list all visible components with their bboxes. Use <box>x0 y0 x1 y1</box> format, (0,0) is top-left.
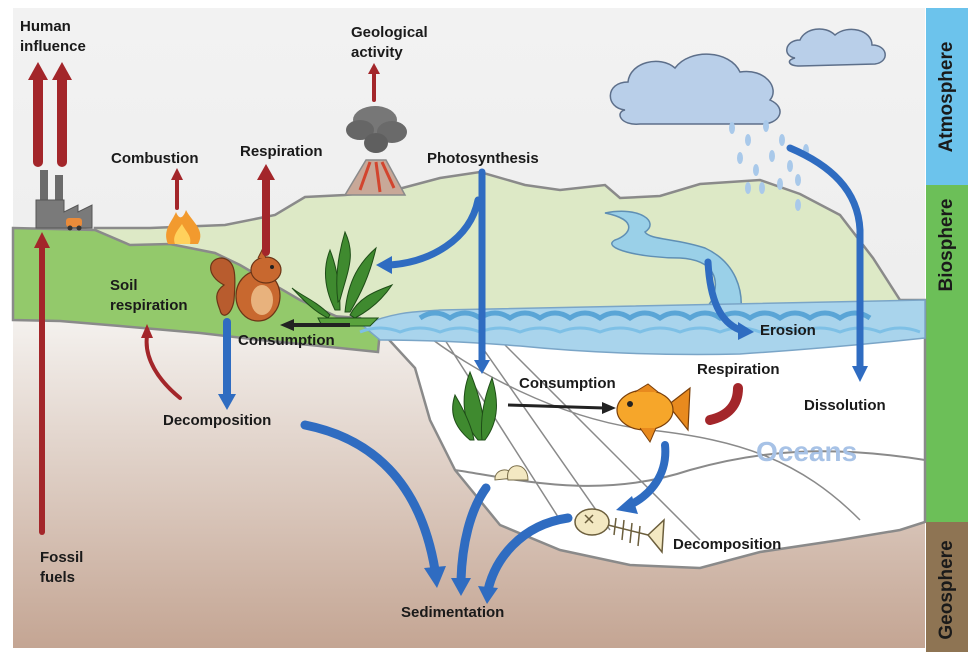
label-dissolution: Dissolution <box>804 397 886 414</box>
label-respiration-ocean: Respiration <box>697 361 780 378</box>
label-fossil-fuels-2: fuels <box>40 569 75 586</box>
label-geological-2: activity <box>351 44 403 61</box>
label-soil-respiration-1: Soil <box>110 277 138 294</box>
label-oceans: Oceans <box>756 436 857 467</box>
label-sedimentation: Sedimentation <box>401 604 504 621</box>
label-fossil-fuels-1: Fossil <box>40 549 83 566</box>
label-human-influence-1: Human <box>20 18 71 35</box>
label-human-influence-2: influence <box>20 38 86 55</box>
label-decomposition-land: Decomposition <box>163 412 271 429</box>
label-geological-1: Geological <box>351 24 428 41</box>
label-combustion: Combustion <box>111 150 199 167</box>
label-soil-respiration-2: respiration <box>110 297 188 314</box>
label-erosion: Erosion <box>760 322 816 339</box>
band-label-atmosphere: Atmosphere <box>936 42 957 153</box>
label-consumption-ocean: Consumption <box>519 375 616 392</box>
label-respiration-land: Respiration <box>240 143 323 160</box>
band-label-biosphere: Biosphere <box>936 199 957 292</box>
label-consumption-land: Consumption <box>238 332 335 349</box>
label-photosynthesis: Photosynthesis <box>427 150 539 167</box>
band-label-geosphere: Geosphere <box>936 540 957 639</box>
label-decomposition-ocean: Decomposition <box>673 536 781 553</box>
